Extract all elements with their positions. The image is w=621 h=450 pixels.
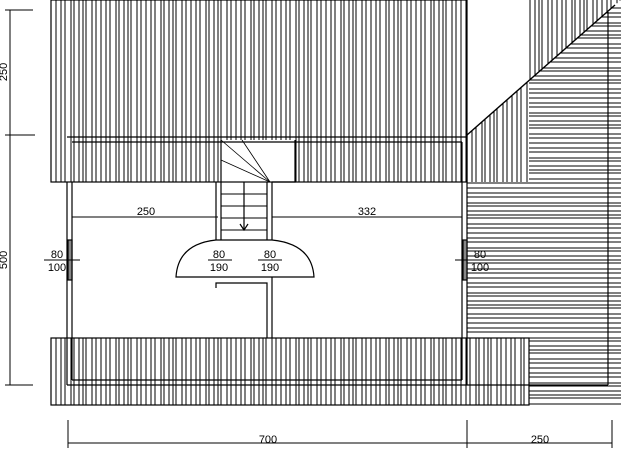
dim-inner-left: 250 [137,206,155,218]
stair-winder-3 [241,139,271,183]
door-swing-arcs [175,239,315,278]
dim-bottom-main: 700 [259,434,277,446]
stair-winder-1 [220,139,271,183]
window-right-height: 100 [471,262,489,274]
door-left-width: 80 [213,249,225,261]
door-right-height: 190 [261,262,279,274]
partition-wall-a [215,282,268,338]
window-left-height: 100 [48,262,66,274]
walls [50,0,616,406]
stair-treads [221,181,267,231]
dim-inner-right: 332 [358,206,376,218]
dim-left-bottom: 500 [0,251,10,269]
stair-opening-edge [272,140,296,183]
roof-hip-line [466,4,616,136]
door-right-width: 80 [264,249,276,261]
dimension-lines [5,9,613,448]
window-right-width: 80 [474,249,486,261]
roof-hatching [55,0,621,405]
dim-left-top: 250 [0,63,10,81]
roof-bottom-outline [50,337,530,406]
dim-bottom-right: 250 [531,434,549,446]
door-left-height: 190 [210,262,228,274]
stair-winder-2 [220,159,271,183]
window-left-width: 80 [51,249,63,261]
